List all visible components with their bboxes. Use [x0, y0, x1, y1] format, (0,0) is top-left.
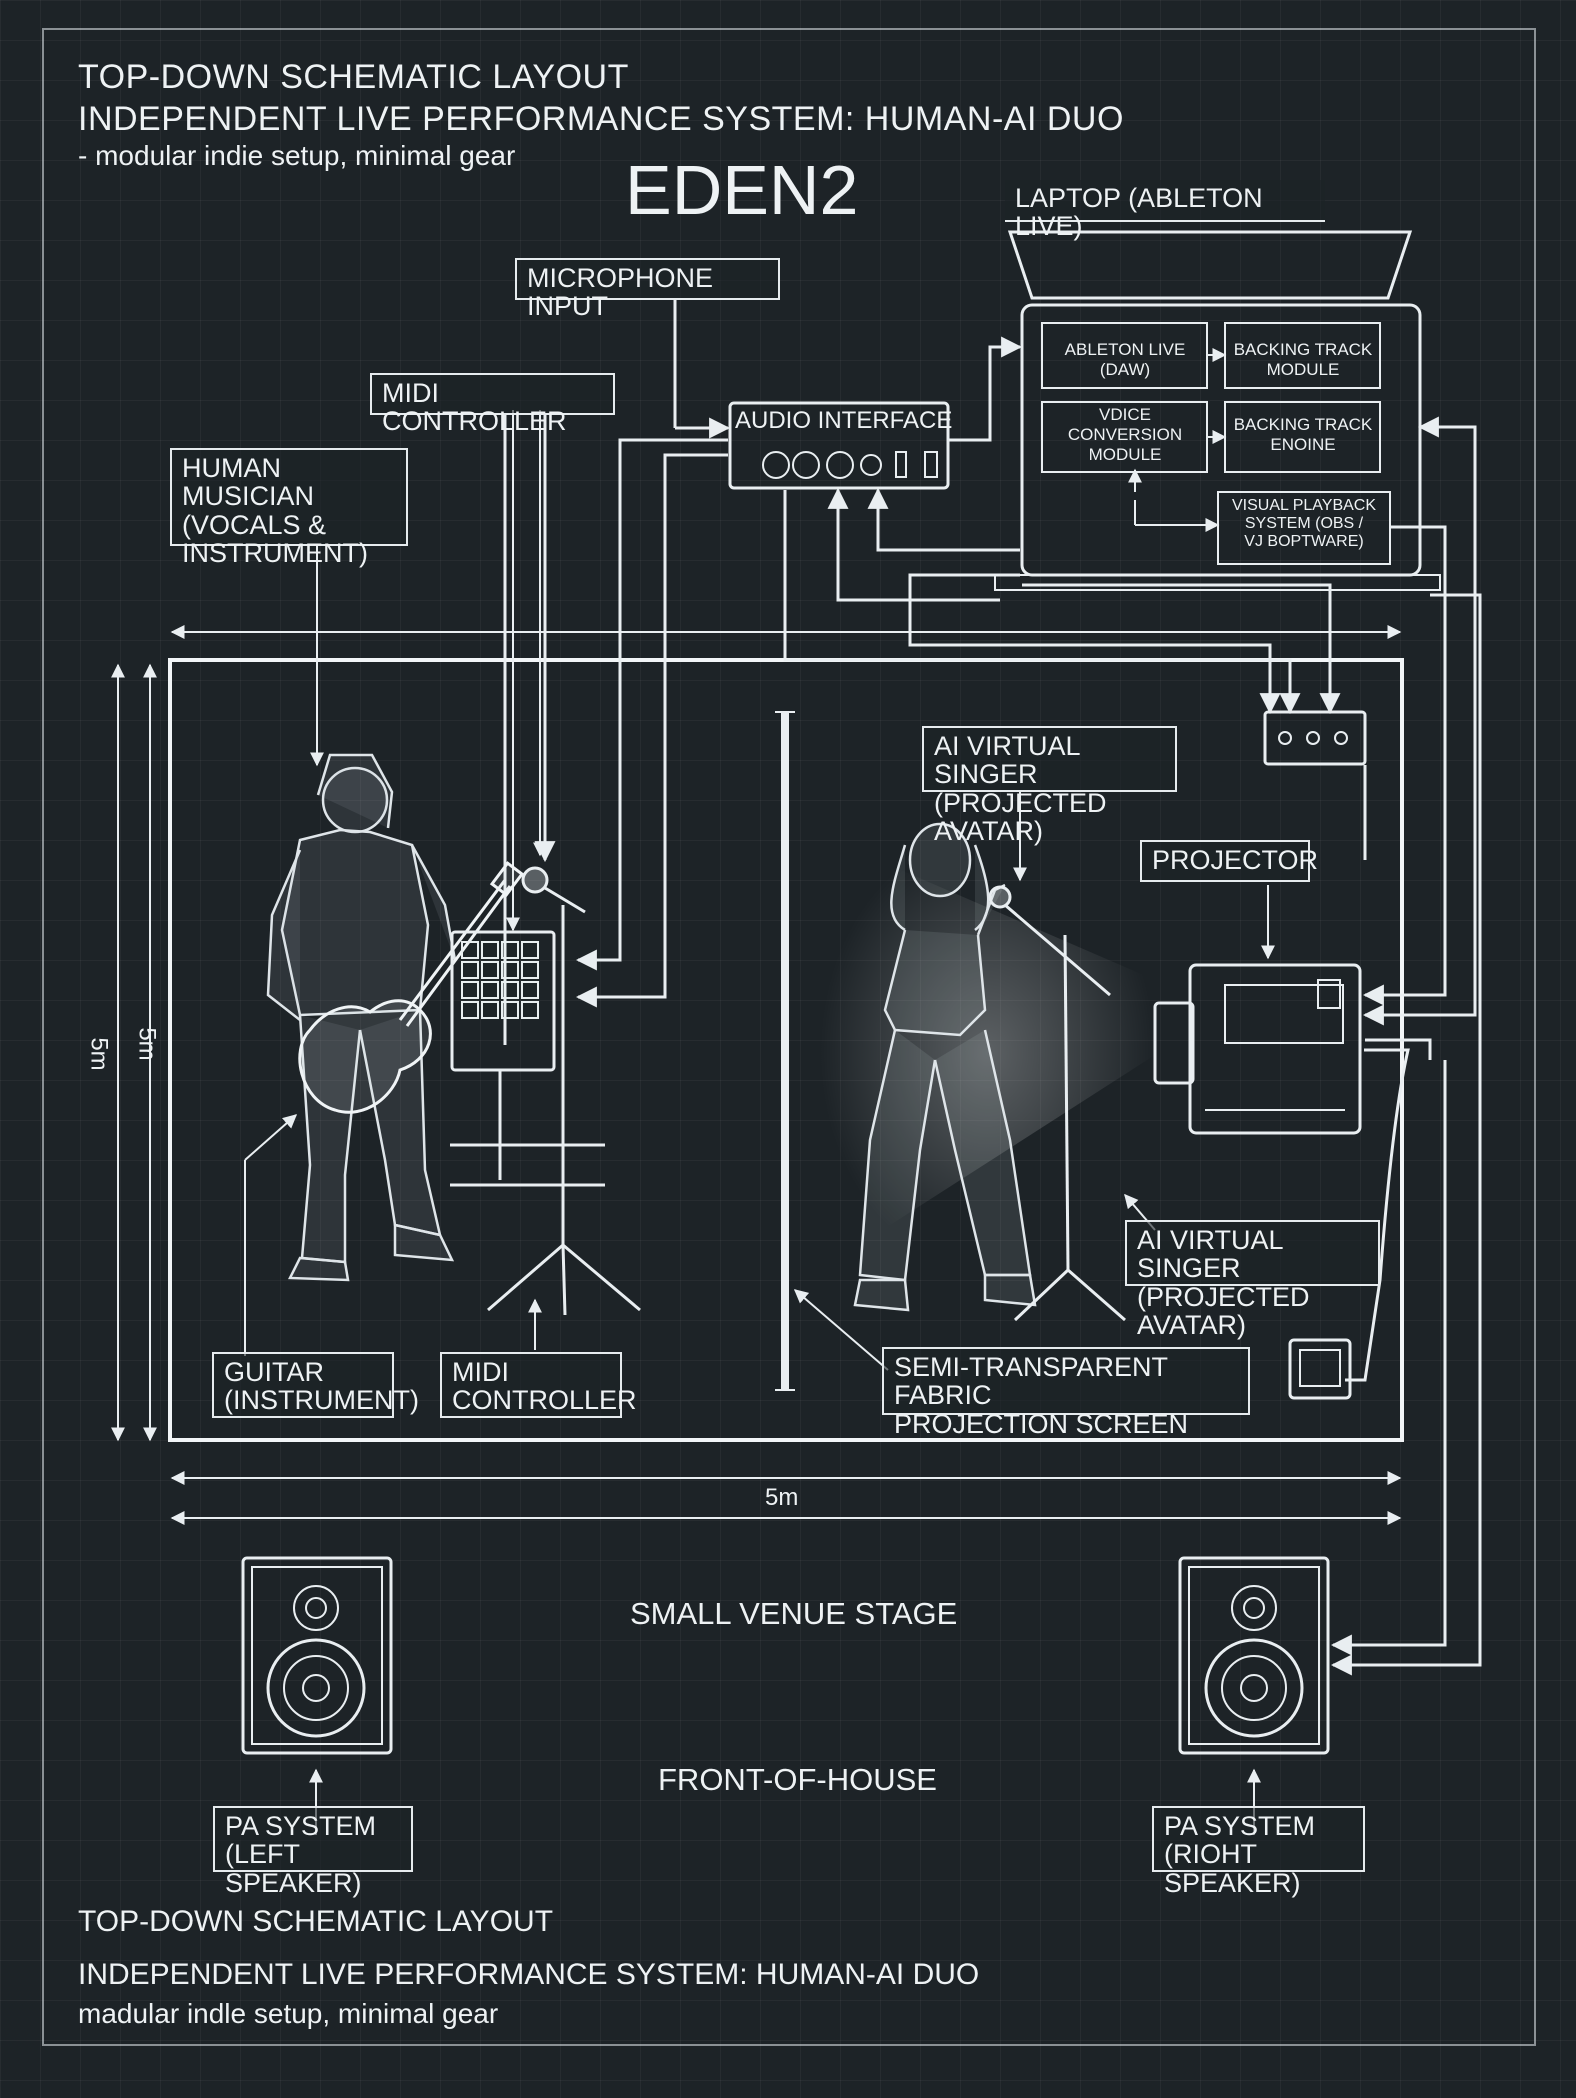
- projection-beam: [820, 835, 1155, 1270]
- header-line-3: - modular indie setup, minimal gear: [78, 140, 516, 171]
- label-midi-controller-bottom: MIDI CONTROLLER: [440, 1352, 637, 1418]
- human-mic-stand: [487, 866, 641, 1316]
- projection-screen: [775, 711, 795, 1391]
- label-laptop: LAPTOP (ABLETON LIVE): [1005, 180, 1325, 241]
- projector-device: [1153, 963, 1362, 1135]
- label-human-musician: HUMAN MUSICIAN (VOCALS & INSTRUMENT): [170, 448, 408, 567]
- footer-line-3: madular indle setup, minimal gear: [78, 1998, 499, 2029]
- header-line-2: INDEPENDENT LIVE PERFORMANCE SYSTEM: HUM…: [78, 100, 1124, 138]
- label-projector: PROJECTOR: [1140, 840, 1318, 882]
- footer-line-2: INDEPENDENT LIVE PERFORMANCE SYSTEM: HUM…: [78, 1958, 980, 1991]
- pa-left-speaker: [241, 1556, 393, 1755]
- signal-wires: [244, 300, 1482, 1835]
- page-title: EDEN2: [625, 151, 859, 229]
- dimension-height-inner: 5m: [133, 1027, 161, 1061]
- outer-frame: [42, 28, 1536, 2046]
- module-backing-engine: BACKING TRACK ENOINE: [1233, 415, 1373, 454]
- label-pa-left: PA SYSTEM (LEFT SPEAKER): [213, 1806, 413, 1897]
- label-pa-right: PA SYSTEM (RIOHT SPEAKER): [1152, 1806, 1365, 1897]
- module-voice-conversion: VDICE CONVERSION MODULE: [1067, 405, 1183, 464]
- label-ai-singer-bottom: AI VIRTUAL SINGER (PROJECTED AVATAR): [1125, 1220, 1380, 1339]
- guitar-drawing: [298, 861, 525, 1114]
- dimension-height-outer: 5m: [85, 1037, 113, 1071]
- label-projection-screen: SEMI-TRANSPARENT FABRIC PROJECTION SCREE…: [882, 1347, 1250, 1438]
- module-visual-playback: VISUAL PLAYBACK SYSTEM (OBS / VJ BOPTWAR…: [1231, 497, 1377, 550]
- module-ableton-live: ABLETON LIVE (DAW): [1064, 340, 1186, 379]
- label-foh: FRONT-OF-HOUSE: [658, 1762, 937, 1797]
- footer-line-1: TOP-DOWN SCHEMATIC LAYOUT: [78, 1905, 554, 1938]
- human-musician-figure: [266, 753, 457, 1282]
- label-stage: SMALL VENUE STAGE: [630, 1596, 958, 1631]
- midi-controller-device: [450, 930, 605, 1187]
- label-midi-controller-top: MIDI CONTROLLER: [370, 373, 615, 436]
- module-backing-track: BACKING TRACK MODULE: [1233, 340, 1373, 379]
- label-microphone-input: MICROPHONE INPUT: [515, 258, 780, 321]
- pa-right-speaker: [1178, 1556, 1330, 1755]
- header-line-1: TOP-DOWN SCHEMATIC LAYOUT: [78, 58, 629, 96]
- media-player-box: [1288, 1338, 1352, 1400]
- label-guitar: GUITAR (INSTRUMENT): [212, 1352, 419, 1418]
- ai-mic-stand: [988, 885, 1126, 1322]
- laptop-drawing: [994, 230, 1441, 591]
- dimension-width: 5m: [765, 1484, 799, 1511]
- splitter-box: [1263, 710, 1367, 766]
- label-ai-singer-top: AI VIRTUAL SINGER (PROJECTED AVATAR): [922, 726, 1177, 845]
- label-audio-interface: AUDIO INTERFACE: [735, 407, 953, 434]
- ai-singer-figure: [853, 822, 1037, 1312]
